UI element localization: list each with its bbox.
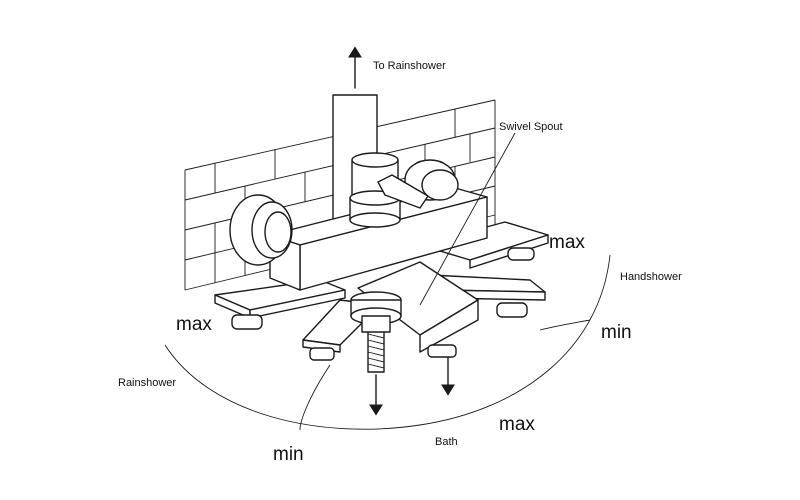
- label-max-right: max: [549, 232, 585, 253]
- base-leg-left: [214, 279, 346, 330]
- label-max-bottom: max: [499, 414, 535, 435]
- diverter-knob: [349, 152, 401, 228]
- label-max-left: max: [176, 314, 212, 335]
- label-min-bottom: min: [273, 444, 304, 465]
- label-to-rainshower: To Rainshower: [373, 60, 446, 72]
- label-bath: Bath: [435, 436, 458, 448]
- label-min-right: min: [601, 322, 632, 343]
- label-rainshower: Rainshower: [118, 377, 176, 389]
- rotation-arc: [164, 254, 611, 431]
- base-leg-right: [419, 221, 549, 269]
- threaded-inlet: [350, 291, 402, 416]
- label-handshower: Handshower: [620, 271, 682, 283]
- wall-connector-left: [229, 194, 293, 266]
- label-swivel-spout: Swivel Spout: [499, 121, 563, 133]
- lever-handle: [377, 174, 429, 209]
- swivel-spout-leader: [419, 132, 516, 306]
